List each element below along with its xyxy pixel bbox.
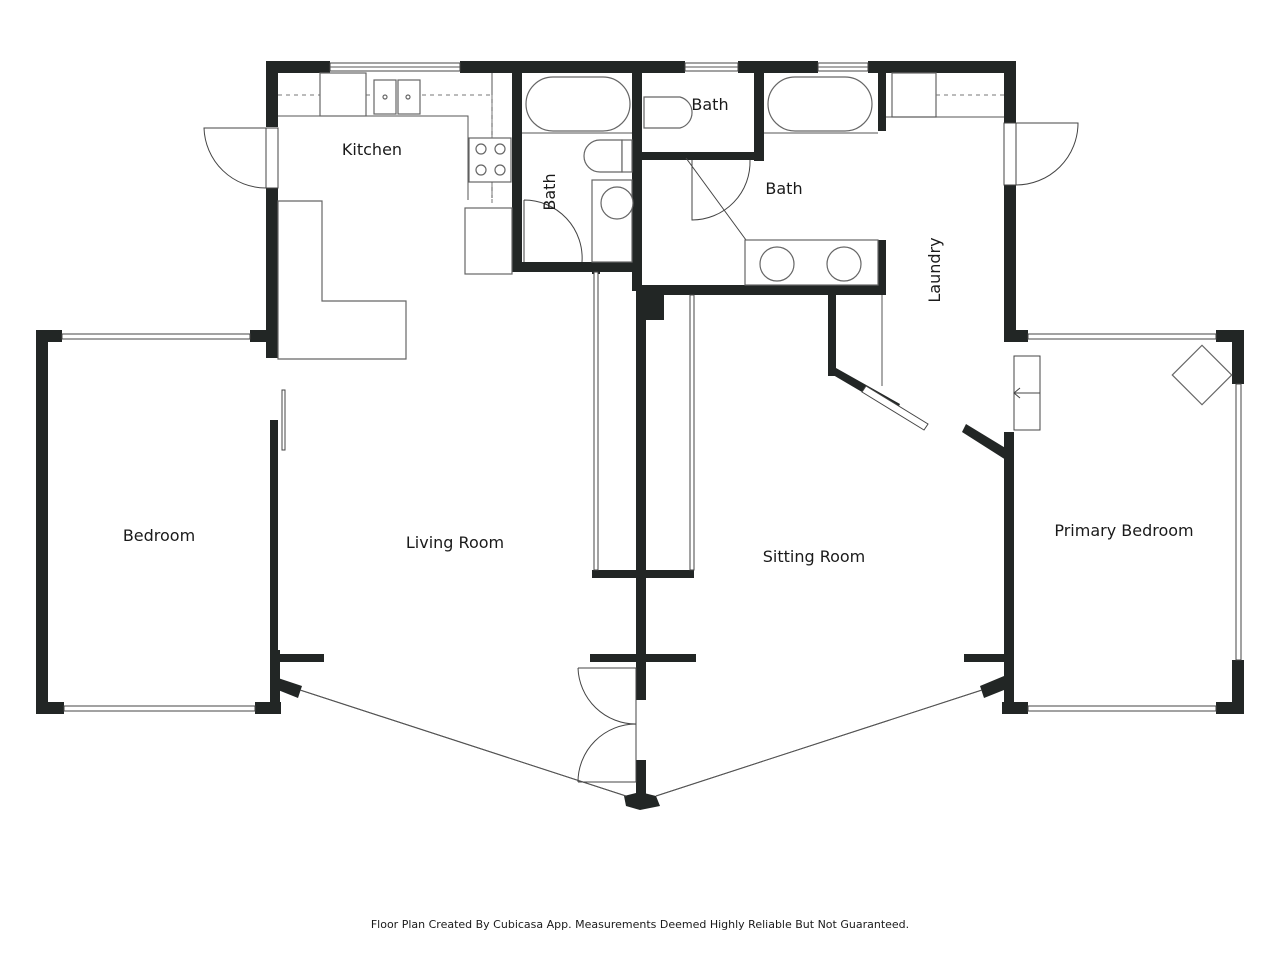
- kitchen-island: [277, 200, 407, 360]
- bathtub-icon: [767, 76, 873, 132]
- toilet-icon: [583, 139, 623, 173]
- sink-icon: [759, 246, 795, 282]
- room-labels: Kitchen Bath Bath Bath Laundry Bedroom L…: [123, 95, 1194, 566]
- toilet-icon: [643, 96, 693, 129]
- fixtures: [277, 72, 1233, 406]
- sink-icon: [600, 186, 634, 220]
- sink-icon: [826, 246, 862, 282]
- room-label-bedroom: Bedroom: [123, 526, 195, 545]
- room-label-bath-3: Bath: [765, 179, 802, 198]
- disclaimer-footer: Floor Plan Created By Cubicasa App. Meas…: [370, 918, 910, 931]
- room-label-bath-2: Bath: [691, 95, 728, 114]
- walls: [36, 61, 1244, 810]
- corner-fixture: [1171, 344, 1233, 406]
- bathtub-icon: [525, 76, 631, 132]
- room-label-sitting-room: Sitting Room: [763, 547, 866, 566]
- washer-icon: [891, 72, 937, 118]
- room-label-primary-bedroom: Primary Bedroom: [1054, 521, 1193, 540]
- room-label-laundry: Laundry: [925, 237, 944, 302]
- fridge-icon: [464, 207, 513, 275]
- stove-icon: [468, 137, 512, 183]
- doors: [203, 122, 1079, 783]
- windows: [61, 62, 1242, 797]
- room-label-living-room: Living Room: [406, 533, 504, 552]
- room-label-kitchen: Kitchen: [342, 140, 402, 159]
- room-label-bath-1: Bath: [540, 173, 559, 210]
